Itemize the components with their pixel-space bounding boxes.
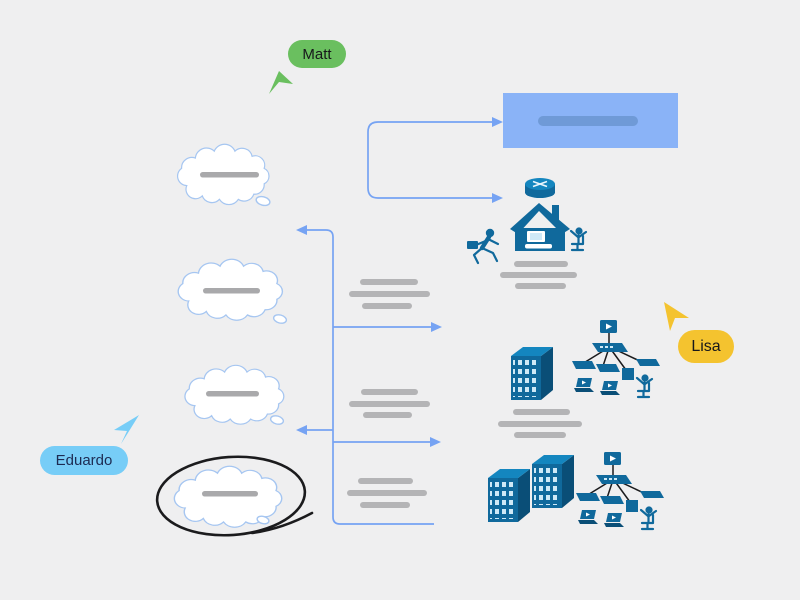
home-office-cluster[interactable] [467, 177, 588, 263]
cloud-text-placeholder [206, 391, 259, 397]
text-line [361, 389, 418, 395]
cloud-shape-2[interactable] [177, 258, 288, 324]
lisa-cursor-icon [664, 302, 689, 331]
connector-bracket-to-rectangle[interactable] [367, 117, 503, 203]
seated-worker-icon[interactable] [569, 226, 588, 252]
lan-topology-icon[interactable] [572, 320, 660, 397]
cursor-label-lisa: Lisa [678, 330, 734, 363]
cloud-text-placeholder [202, 491, 258, 497]
cursor-name-text: Matt [302, 45, 332, 63]
pen-annotation-ellipse[interactable] [154, 452, 314, 540]
cursor-name-text: Lisa [691, 337, 721, 355]
office-building-icon[interactable] [511, 347, 553, 400]
cursor-name-text: Eduardo [55, 452, 113, 469]
text-line [349, 401, 430, 407]
home-office-house-icon[interactable] [510, 203, 570, 251]
text-line [515, 283, 566, 289]
cloud-shape-3[interactable] [184, 364, 285, 425]
cloud-shape-4[interactable] [173, 465, 283, 528]
rectangle-shape[interactable] [503, 93, 678, 148]
rectangle-text-placeholder [538, 116, 638, 126]
office-building-cluster[interactable] [511, 320, 660, 400]
text-line [513, 409, 570, 415]
text-line [347, 490, 427, 496]
text-line [362, 303, 412, 309]
office-building-icon[interactable] [532, 455, 574, 508]
running-person-icon[interactable] [467, 229, 498, 263]
text-line [500, 272, 577, 278]
cloud-shape-1[interactable] [176, 143, 271, 207]
eduardo-cursor-icon [114, 415, 139, 444]
text-line [360, 502, 410, 508]
matt-cursor-icon [269, 71, 293, 94]
text-line [360, 279, 418, 285]
text-line [514, 432, 566, 438]
text-line [349, 291, 430, 297]
cursor-label-eduardo: Eduardo [40, 446, 128, 475]
text-line [498, 421, 582, 427]
cursor-label-matt: Matt [288, 40, 346, 68]
connector-spine[interactable] [296, 225, 442, 525]
lan-topology-icon[interactable] [576, 452, 664, 529]
office-building-icon[interactable] [488, 469, 530, 522]
wireless-router-icon[interactable] [524, 177, 556, 199]
text-line [363, 412, 412, 418]
text-line [514, 261, 568, 267]
cloud-text-placeholder [203, 288, 260, 294]
text-line [358, 478, 413, 484]
campus-cluster[interactable] [488, 452, 664, 529]
cloud-text-placeholder [200, 172, 259, 178]
